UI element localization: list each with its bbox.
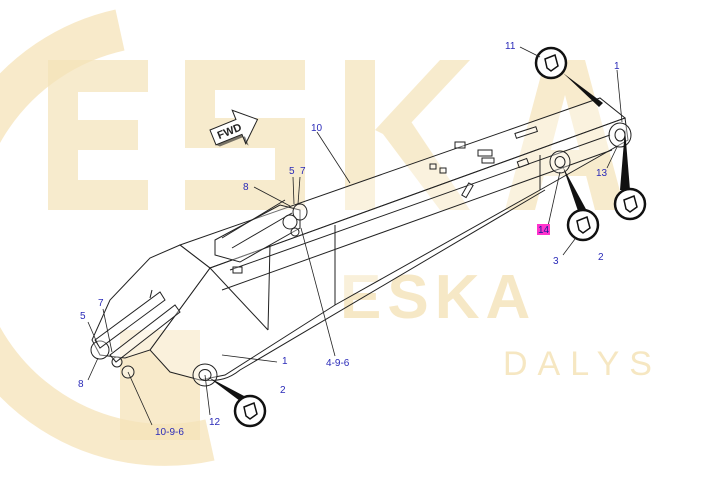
callout-13: 13 xyxy=(596,168,608,179)
grease-fitting-detail-icon xyxy=(534,46,603,107)
callout-3: 3 xyxy=(553,256,559,267)
boom-assembly xyxy=(90,97,632,387)
callout-11: 11 xyxy=(505,41,516,52)
callout-12: 12 xyxy=(209,417,221,428)
callout-1-top: 1 xyxy=(614,61,620,72)
callout-4-9-6: 4-9-6 xyxy=(326,358,350,369)
callout-10-9-6: 10-9-6 xyxy=(155,427,184,438)
callout-8-top: 8 xyxy=(243,182,249,193)
callout-7-left: 7 xyxy=(98,298,104,309)
callout-10: 10 xyxy=(311,123,323,134)
boom-foot-end xyxy=(91,244,211,359)
forward-arrow-icon: FWD xyxy=(209,109,259,147)
watermark-sub-text: DALYS xyxy=(503,345,662,383)
callout-14: 14 xyxy=(538,225,550,236)
grease-fitting-detail-icon xyxy=(563,167,600,242)
callout-labels: 11 1 10 5 7 8 13 14 2 3 7 5 1 4-9-6 8 2 … xyxy=(78,41,620,438)
boom-side-plate xyxy=(149,117,629,381)
callout-5-left: 5 xyxy=(80,311,86,322)
callout-1-bottom: 1 xyxy=(282,356,288,367)
callout-5-top: 5 xyxy=(289,166,295,177)
grease-fitting-detail-icon xyxy=(613,129,647,221)
callout-7-top: 7 xyxy=(300,166,306,177)
boom-left-pin-top xyxy=(90,340,110,360)
callout-8-left: 8 xyxy=(78,379,84,390)
watermark-logo-arc xyxy=(0,9,215,466)
callout-14-highlight: 14 xyxy=(537,224,550,236)
callout-2-right: 2 xyxy=(598,252,604,263)
callout-2-bottom: 2 xyxy=(280,385,286,396)
leader-lines xyxy=(87,46,623,426)
grease-fitting-detail-icon xyxy=(208,377,267,428)
watermark-logo-text: ESKA xyxy=(340,263,536,332)
